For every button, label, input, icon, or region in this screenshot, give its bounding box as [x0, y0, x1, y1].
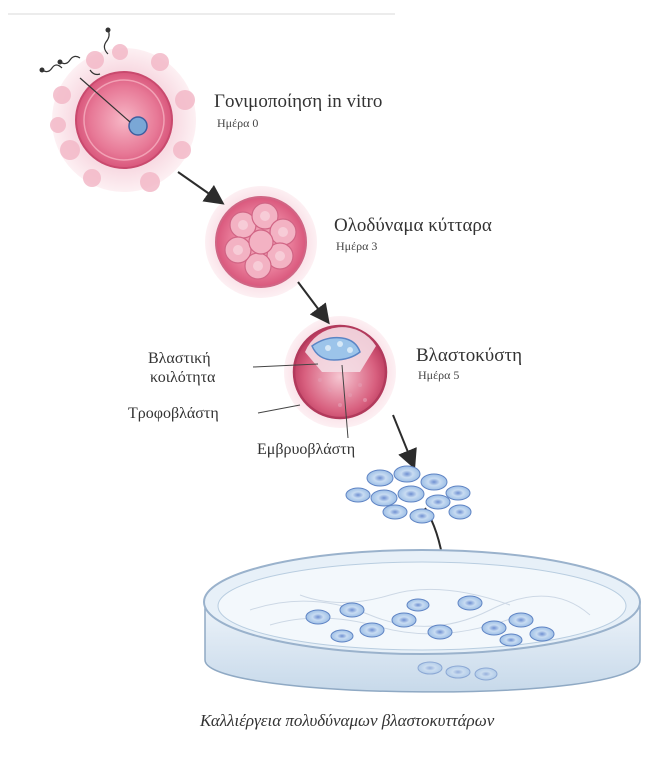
fertilized-egg-illustration	[40, 28, 197, 193]
blastocoel-label-line1: Βλαστική	[148, 351, 211, 367]
totipotent-embryo-illustration	[205, 186, 317, 298]
diagram-caption: Καλλιέργεια πολυδύναμων βλαστοκυττάρων	[200, 712, 494, 729]
stage-3-title: Βλαστοκύστη	[416, 346, 522, 365]
stage-2-day: Ημέρα 3	[336, 240, 377, 252]
blastocyst-illustration	[284, 316, 396, 428]
stage-1-day: Ημέρα 0	[217, 117, 258, 129]
dissociated-cells-illustration	[346, 466, 471, 523]
stage-3-day: Ημέρα 5	[418, 369, 459, 381]
stage-1-title: Γονιμοποίηση in vitro	[214, 92, 382, 111]
stage-2-title: Ολοδύναμα κύτταρα	[334, 216, 492, 235]
blastocoel-label-line2: κοιλότητα	[150, 370, 215, 386]
embryoblast-label: Εμβρυοβλάστη	[257, 442, 355, 458]
petri-dish-illustration	[204, 550, 640, 692]
trophoblast-label: Τροφοβλάστη	[128, 406, 219, 422]
